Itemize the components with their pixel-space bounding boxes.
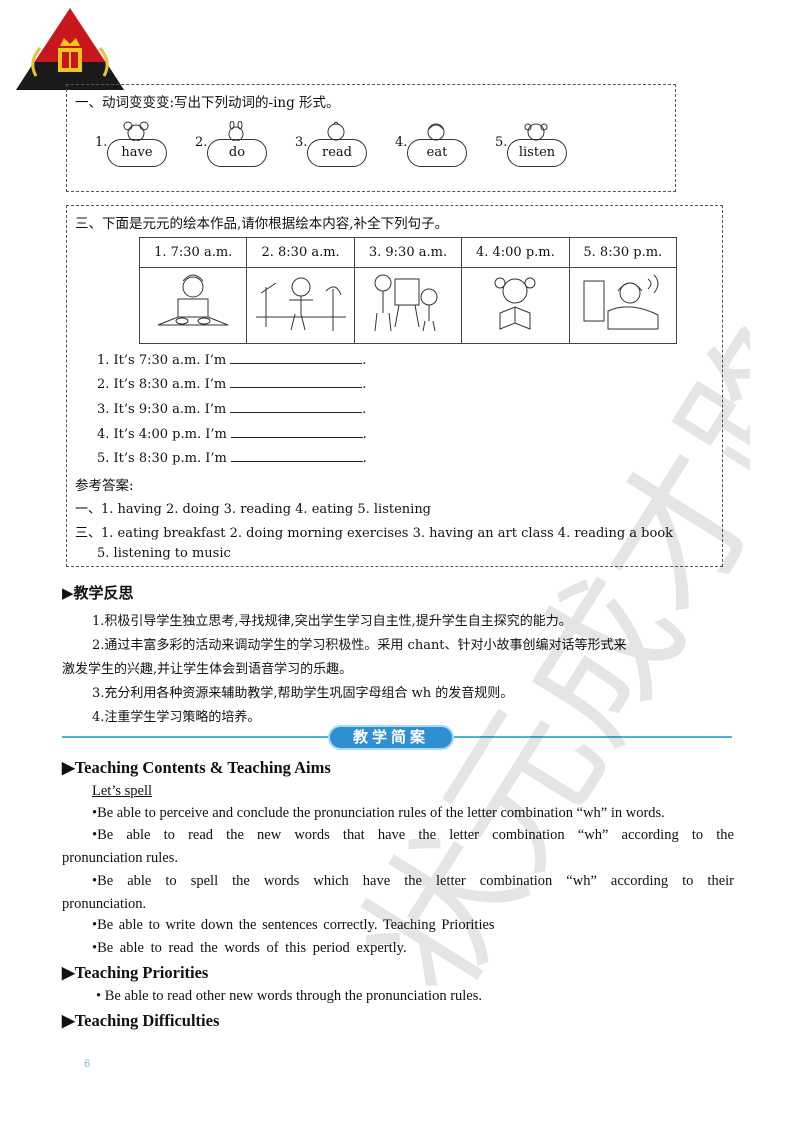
publisher-logo (16, 8, 124, 90)
answer-line: 三、1. eating breakfast 2. doing morning e… (75, 526, 674, 541)
lets-spell-subheading: Let’s spell (92, 783, 153, 799)
chick-icon (327, 121, 345, 141)
reflection-item: 1.积极引导学生独立思考,寻找规律,突出学生学习自主性,提升学生自主探究的能力。 (92, 614, 572, 629)
reflection-heading: ▶教学反思 (62, 584, 134, 602)
schedule-table: 1. 7:30 a.m. 2. 8:30 a.m. 3. 9:30 a.m. 4… (138, 237, 678, 344)
mouse-icon (123, 121, 149, 141)
exercise-1-title: 一、动词变变变:写出下列动词的-ing 形式。 (75, 95, 340, 111)
priority-line: • Be able to read other new words throug… (96, 988, 482, 1004)
girl-face-icon (524, 123, 548, 141)
aim-line: •Be able to spell the words which have t… (92, 873, 734, 889)
verb-list: 1. have 2. do 3. read 4. eat 5. listen (95, 121, 655, 177)
morning-exercise-illustration (246, 267, 355, 344)
verb-word: listen (507, 139, 567, 167)
contents-heading: ▶Teaching Contents & Teaching Aims (62, 758, 331, 777)
aim-line: •Be able to read the words of this perio… (92, 940, 407, 956)
schedule-time: 3. 9:30 a.m. (353, 237, 463, 268)
schedule-time: 2. 8:30 a.m. (246, 237, 355, 268)
answers-title: 参考答案: (75, 478, 134, 494)
listening-music-illustration (568, 267, 678, 344)
boy-face-icon (427, 123, 445, 141)
answer-blank[interactable] (230, 376, 363, 388)
verb-word: eat (407, 139, 467, 167)
answer-line: 5. listening to music (97, 546, 231, 561)
verb-item: 5. listen (495, 121, 595, 177)
lesson-plan-banner: 教学简案 (328, 725, 454, 750)
verb-item: 1. have (95, 121, 195, 177)
fill-sentence: 3. It’s 9:30 a.m. I’m. (97, 401, 367, 417)
art-class-illustration (353, 267, 463, 344)
schedule-time: 5. 8:30 p.m. (568, 237, 678, 268)
verb-word: do (207, 139, 267, 167)
fill-sentence: 4. It’s 4:00 p.m. I’m. (97, 426, 367, 442)
verb-word: read (307, 139, 367, 167)
difficulties-heading: ▶Teaching Difficulties (62, 1011, 220, 1030)
answer-blank[interactable] (230, 426, 363, 438)
page-number: 6 (84, 1058, 91, 1070)
fill-sentence: 2. It’s 8:30 a.m. I’m. (97, 376, 367, 392)
answer-blank[interactable] (230, 450, 363, 462)
fill-sentence: 1. It’s 7:30 a.m. I’m. (97, 352, 367, 368)
schedule-time: 4. 4:00 p.m. (461, 237, 570, 268)
verb-word: have (107, 139, 167, 167)
answer-blank[interactable] (230, 401, 363, 413)
aim-line: pronunciation rules. (62, 850, 178, 866)
picture-book-exercise-box: 三、下面是元元的绘本作品,请你根据绘本内容,补全下列句子。 1. 7:30 a.… (66, 205, 723, 567)
breakfast-illustration (138, 267, 248, 344)
reflection-item: 激发学生的兴趣,并让学生体会到语音学习的乐趣。 (62, 662, 353, 677)
verb-item: 2. do (195, 121, 295, 177)
reflection-item: 3.充分利用各种资源来辅助教学,帮助学生巩固字母组合 wh 的发音规则。 (92, 686, 514, 701)
reading-book-illustration (461, 267, 570, 344)
verb-item: 4. eat (395, 121, 495, 177)
verb-item: 3. read (295, 121, 395, 177)
answer-line: 一、1. having 2. doing 3. reading 4. eatin… (75, 502, 432, 517)
reflection-item: 4.注重学生学习策略的培养。 (92, 710, 261, 725)
reflection-item: 2.通过丰富多彩的活动来调动学生的学习积极性。采用 chant、针对小故事创编对… (92, 638, 627, 653)
rabbit-icon (228, 121, 244, 141)
fill-sentence: 5. It’s 8:30 p.m. I’m. (97, 450, 367, 466)
aim-line: •Be able to write down the sentences cor… (92, 917, 495, 933)
aim-line: •Be able to perceive and conclude the pr… (92, 805, 665, 821)
verb-exercise-box: 一、动词变变变:写出下列动词的-ing 形式。 1. have 2. do 3.… (66, 84, 676, 192)
exercise-3-title: 三、下面是元元的绘本作品,请你根据绘本内容,补全下列句子。 (75, 216, 449, 232)
priorities-heading: ▶Teaching Priorities (62, 963, 209, 982)
answer-blank[interactable] (230, 352, 363, 364)
aim-line: pronunciation. (62, 896, 147, 912)
aim-line: •Be able to read the new words that have… (92, 827, 734, 843)
schedule-time: 1. 7:30 a.m. (138, 237, 248, 268)
